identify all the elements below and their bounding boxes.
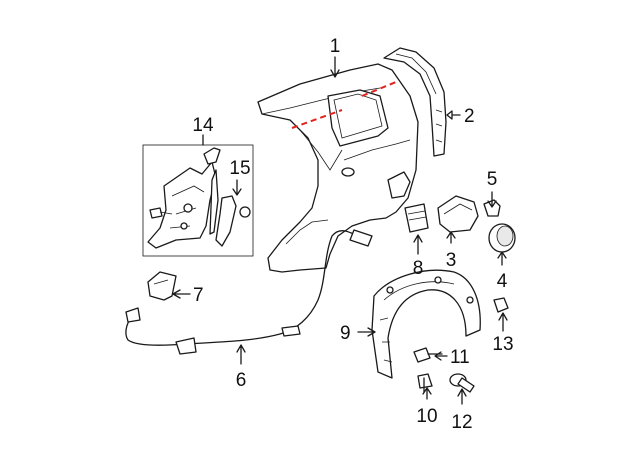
callout-labels: 1 2 3 4 5 6 7 8 9 10 11 12 13 14 15 [192, 36, 513, 433]
release-bracket-part[interactable] [147, 271, 177, 301]
mounting-bracket-part[interactable] [147, 147, 221, 249]
callout-13: 13 [492, 334, 513, 355]
bracket-assembly-box [142, 144, 254, 257]
callout-5: 5 [487, 169, 498, 190]
wheel-liner-part[interactable] [371, 269, 481, 379]
bracket-bolt-part[interactable] [149, 207, 173, 219]
callout-15: 15 [229, 158, 250, 179]
callout-12: 12 [451, 412, 472, 433]
callout-11: 11 [450, 347, 470, 368]
callout-14: 14 [192, 115, 214, 136]
liner-screw-part[interactable] [413, 347, 443, 363]
bolt-part[interactable] [417, 373, 433, 393]
fuel-door-part[interactable] [437, 195, 479, 233]
release-cable-part[interactable] [125, 229, 373, 355]
callout-10: 10 [416, 406, 437, 427]
fuel-cap-part[interactable] [488, 223, 516, 253]
callout-8: 8 [413, 258, 424, 279]
callout-2: 2 [464, 106, 475, 127]
liner-clip-part[interactable] [493, 297, 509, 313]
pillar-trim-part[interactable] [383, 47, 447, 157]
callout-3: 3 [446, 250, 457, 271]
brace-part[interactable] [215, 195, 251, 247]
callout-9: 9 [340, 323, 351, 344]
fuel-pocket-part[interactable] [404, 203, 429, 233]
callout-1: 1 [330, 36, 341, 57]
flange-bolt-part[interactable] [449, 373, 475, 393]
quarter-panel-part[interactable] [257, 63, 419, 273]
leader-lines [172, 56, 508, 405]
callout-7: 7 [193, 285, 204, 306]
callout-4: 4 [497, 271, 508, 292]
callout-6: 6 [236, 370, 247, 391]
